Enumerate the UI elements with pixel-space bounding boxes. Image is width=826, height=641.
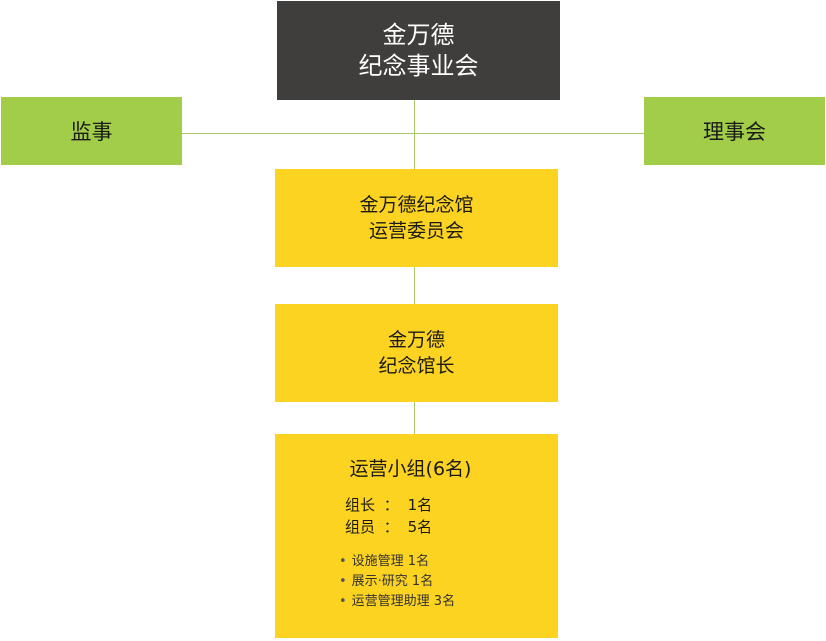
- team-role-item: 设施管理 1名: [339, 552, 455, 572]
- node-team: 运营小组(6名) 组长 ： 1名 组员 ： 5名 设施管理 1名 展示·研究 1…: [275, 434, 558, 638]
- node-foundation-line2: 纪念事业会: [358, 51, 479, 80]
- team-count-value: 5名: [407, 518, 433, 536]
- connector-committee-director: [414, 267, 415, 304]
- node-board: 理事会: [644, 97, 825, 165]
- node-committee-line1: 金万德纪念馆: [359, 194, 474, 216]
- connector-horizontal: [182, 133, 644, 134]
- node-foundation: 金万德 纪念事业会: [277, 1, 560, 100]
- team-role-item: 运营管理助理 3名: [339, 592, 455, 612]
- team-count-member: 组员 ： 5名: [345, 516, 432, 538]
- team-count-label: 组员: [345, 518, 376, 536]
- node-foundation-line1: 金万德: [382, 20, 455, 49]
- node-director-line2: 纪念馆长: [378, 355, 455, 377]
- node-supervisor-label: 监事: [70, 120, 113, 144]
- connector-director-team: [414, 402, 415, 434]
- team-title: 运营小组(6名): [349, 458, 472, 480]
- team-counts: 组长 ： 1名 组员 ： 5名: [345, 494, 432, 538]
- team-count-label: 组长: [345, 496, 376, 514]
- node-supervisor: 监事: [1, 97, 182, 165]
- node-board-label: 理事会: [703, 120, 766, 144]
- team-count-leader: 组长 ： 1名: [345, 494, 432, 516]
- connector-foundation-committee: [414, 100, 415, 169]
- team-count-sep: ：: [383, 496, 399, 514]
- team-count-value: 1名: [407, 496, 433, 514]
- team-role-item: 展示·研究 1名: [339, 572, 455, 592]
- node-committee: 金万德纪念馆 运营委员会: [275, 169, 558, 267]
- team-count-sep: ：: [383, 518, 399, 536]
- node-director-line1: 金万德: [387, 329, 445, 351]
- node-director: 金万德 纪念馆长: [275, 304, 558, 402]
- team-roles: 设施管理 1名 展示·研究 1名 运营管理助理 3名: [339, 552, 455, 612]
- node-committee-line2: 运营委员会: [368, 220, 464, 242]
